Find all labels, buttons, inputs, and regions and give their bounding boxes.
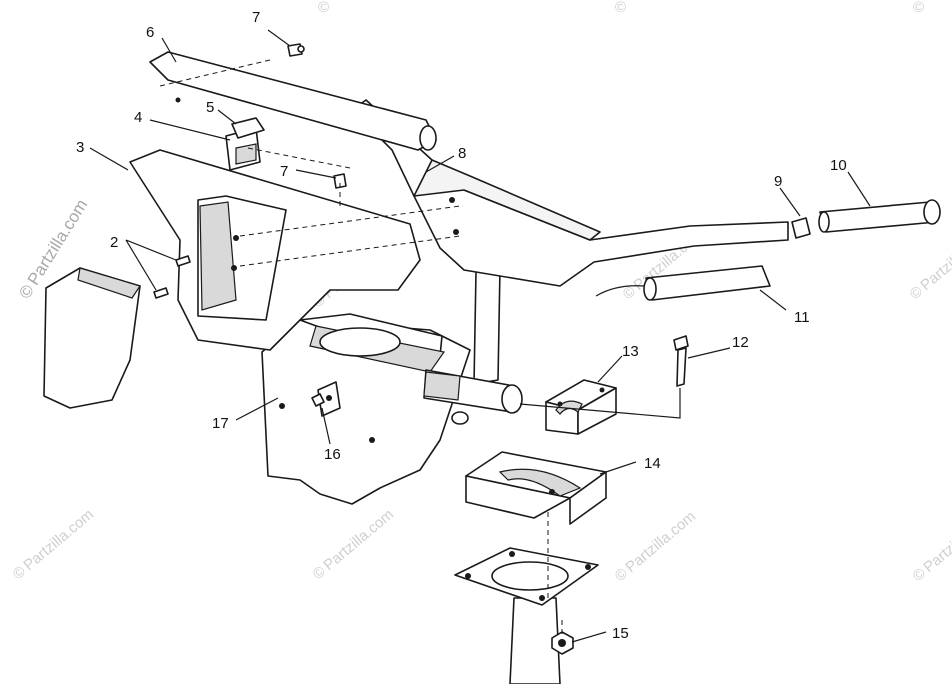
callout-5: 5 [206, 99, 214, 116]
throttle-grip [595, 265, 771, 301]
lower-clamp-block [465, 451, 607, 525]
cover-screw-lower [333, 173, 347, 189]
handlebar-grip [818, 199, 941, 233]
callout-14: 14 [644, 455, 661, 472]
watermark-text: Partzilla.com [622, 508, 699, 576]
watermark-text: Partzilla.com [20, 506, 97, 574]
watermark-text: Partzilla.com [320, 506, 397, 574]
watermark-text: Partzilla.com [920, 508, 952, 576]
watermark-symbol: © [318, 0, 329, 16]
callout-13: 13 [622, 343, 639, 360]
callout-9: 9 [774, 173, 782, 190]
watermark-text: Partzilla.com [917, 226, 952, 294]
handlebar [351, 99, 789, 287]
handlebar-cover [149, 51, 437, 151]
flange-nut [551, 631, 574, 655]
callout-11: 11 [794, 309, 810, 326]
light-switch [225, 117, 265, 171]
callout-17: 17 [212, 415, 229, 432]
callout-2: 2 [110, 234, 118, 251]
watermark-symbol: © [615, 0, 626, 16]
headlight-lens [43, 267, 141, 409]
callout-12: 12 [732, 334, 749, 351]
headlight-pod [129, 149, 459, 351]
clamp-bolt [673, 335, 689, 387]
watermark-symbol: © [913, 0, 924, 16]
panel-screw [311, 393, 325, 407]
callout-6: 6 [146, 24, 154, 41]
callout-8: 8 [458, 145, 466, 162]
front-fender-panel [261, 313, 471, 505]
bar-end-plug [791, 217, 811, 239]
callout-15: 15 [612, 625, 629, 642]
handlebar-stem [423, 267, 523, 425]
callout-7-top: 7 [252, 9, 260, 26]
callout-7-lower: 7 [280, 163, 288, 180]
cover-screw [287, 43, 305, 57]
pod-screw [175, 255, 191, 267]
callout-16: 16 [324, 446, 341, 463]
leader-lines [89, 29, 871, 643]
callouts: 2 3 4 5 6 7 7 8 9 10 11 12 13 14 15 16 1… [76, 9, 847, 642]
callout-10: 10 [830, 157, 847, 174]
steering-post-and-plate [454, 547, 599, 684]
callout-3: 3 [76, 139, 84, 156]
callout-4: 4 [134, 109, 142, 126]
pod-screw-lower [153, 287, 169, 299]
